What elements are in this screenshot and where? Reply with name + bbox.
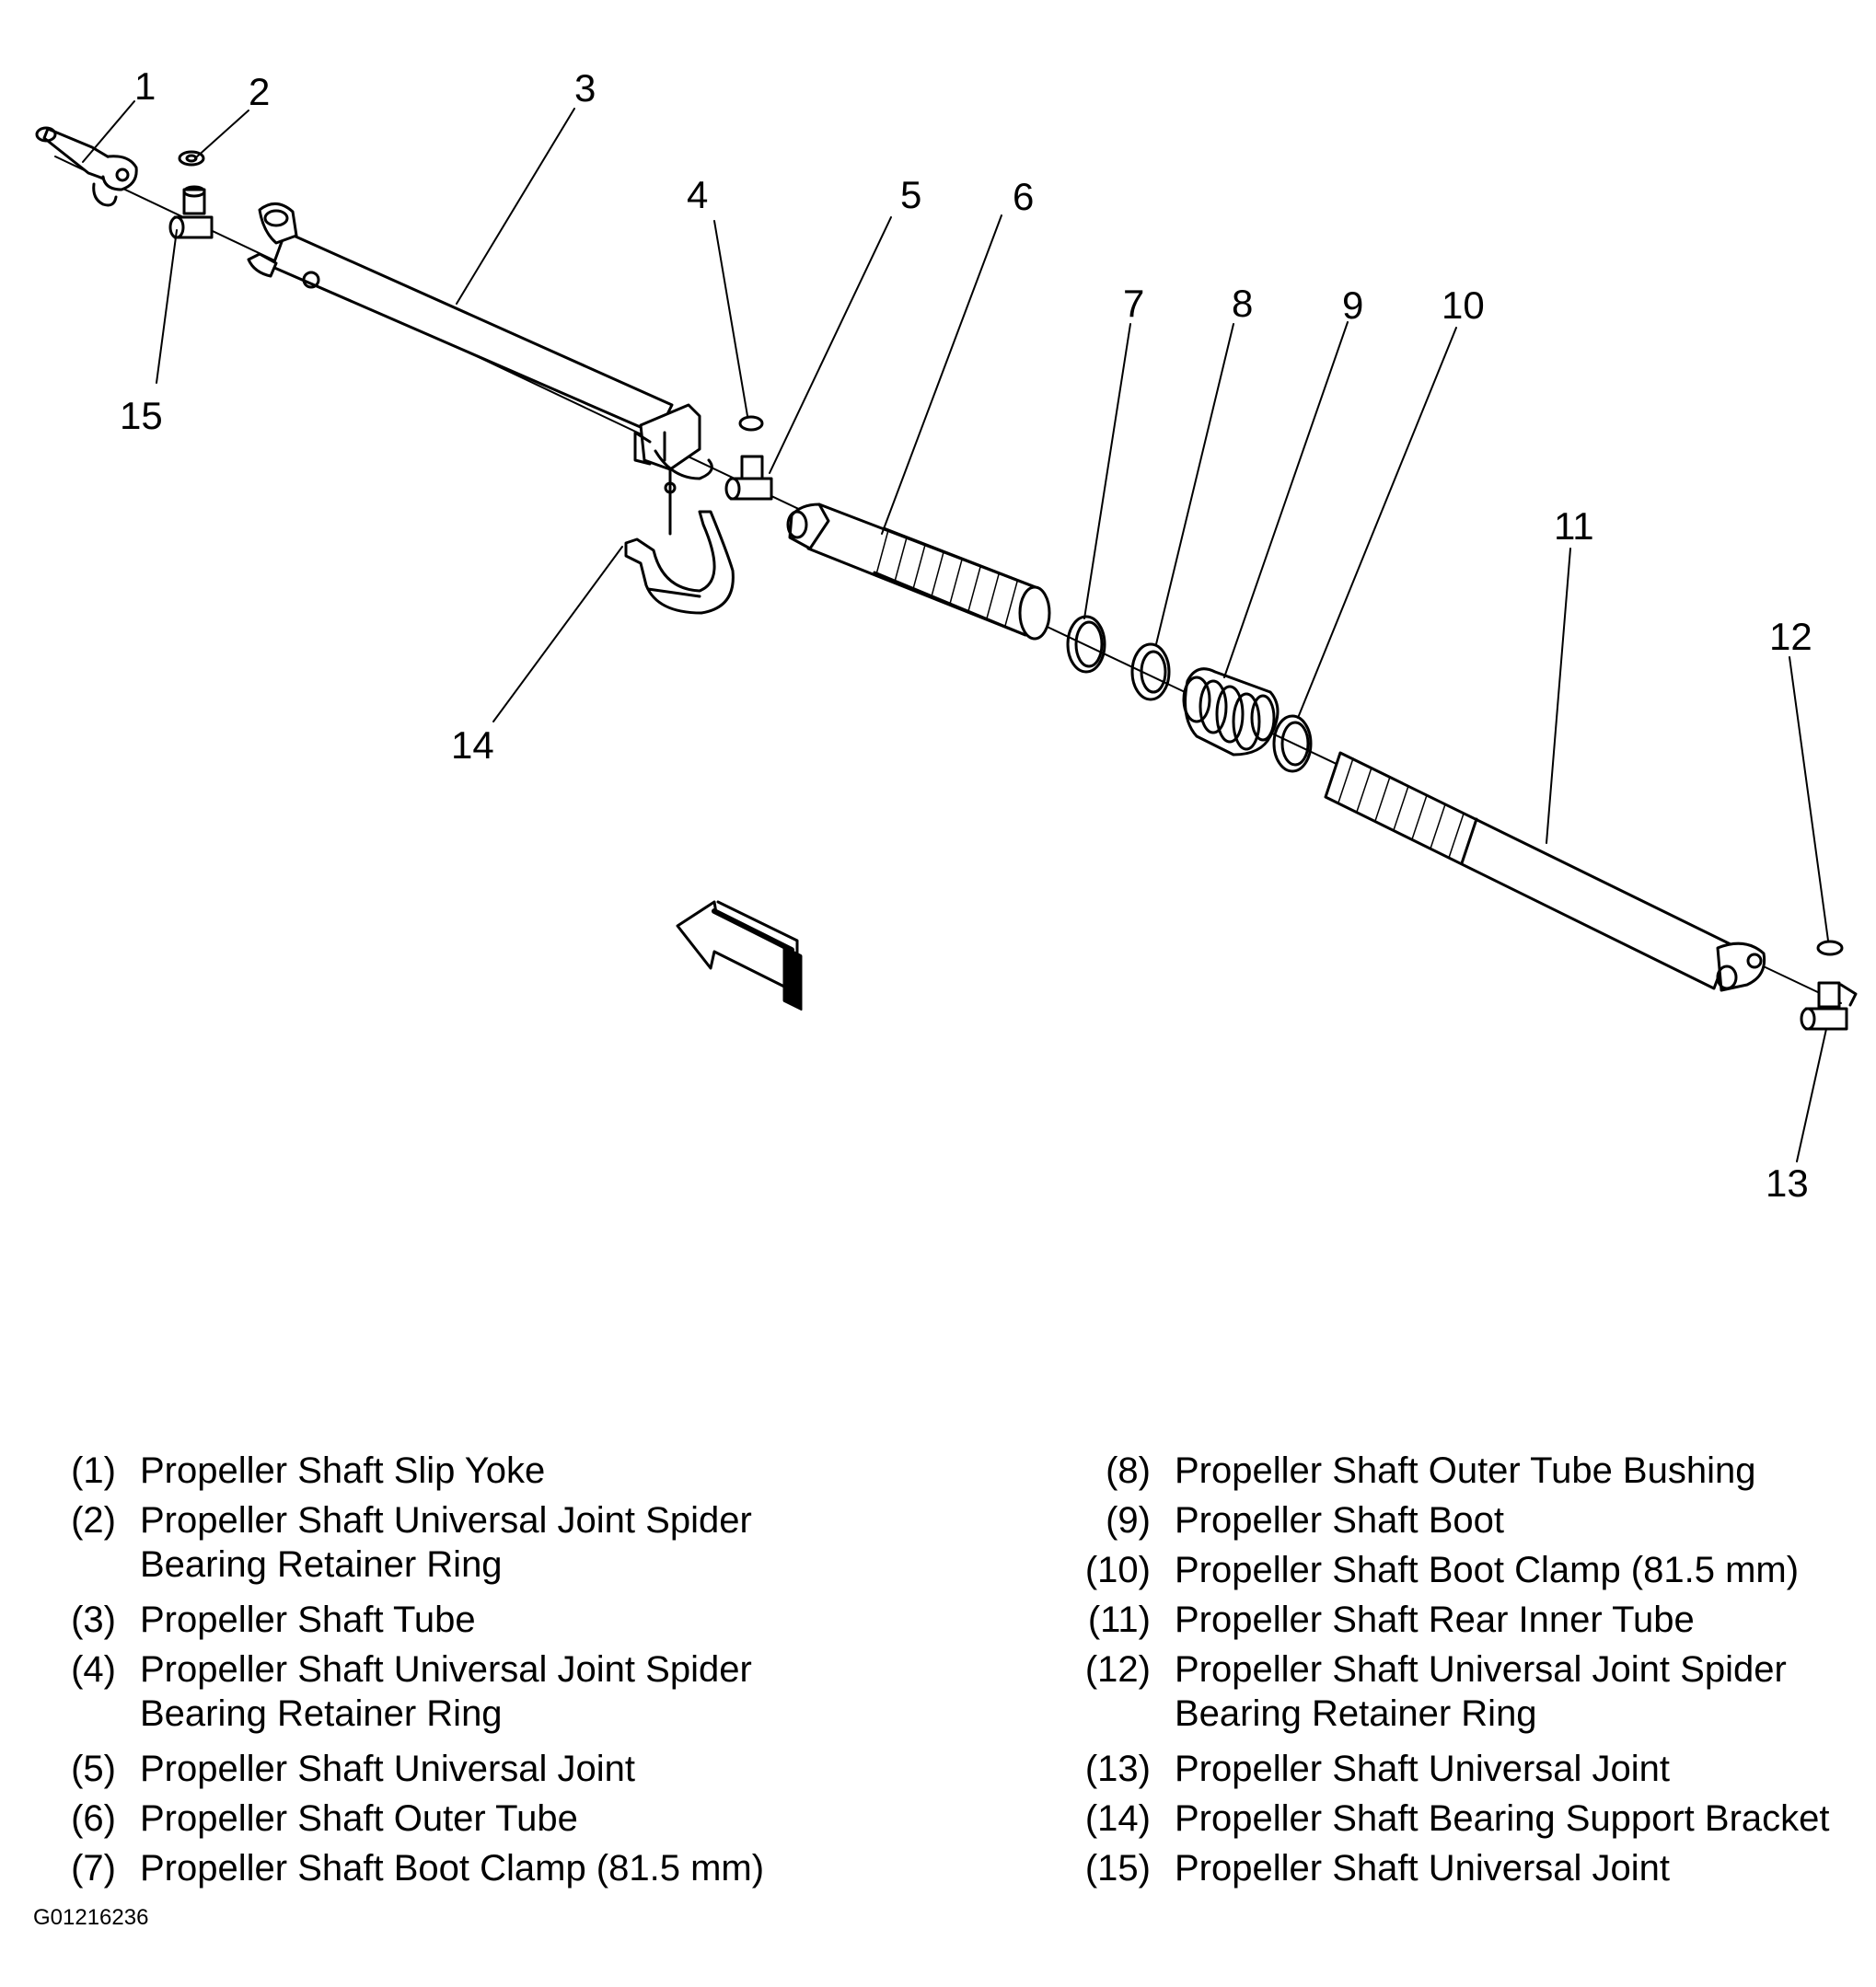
legend-number: (9) [1106, 1500, 1151, 1541]
callout-13: 13 [1766, 1161, 1809, 1205]
legend-text: Propeller Shaft Outer Tube [140, 1798, 578, 1839]
universal-joint-13-part [1800, 981, 1858, 1031]
legend-number: (10) [1084, 1550, 1151, 1590]
legend-number: (2) [71, 1500, 116, 1541]
callout-2: 2 [249, 70, 270, 113]
callout-5: 5 [900, 173, 921, 216]
legend-number: (12) [1084, 1649, 1151, 1690]
outer-tube-bushing-part [1130, 642, 1171, 701]
retainer-ring-12-part [1816, 940, 1844, 956]
universal-joint-15-part [168, 185, 214, 239]
legend-number: (11) [1087, 1600, 1151, 1640]
legend-number: (5) [71, 1749, 116, 1789]
legend-text: Propeller Shaft Boot [1175, 1500, 1504, 1541]
universal-joint-5-part [724, 455, 773, 501]
legend-text: Propeller Shaft Universal Joint Spider B… [140, 1649, 752, 1734]
leader-lines [82, 100, 1829, 1162]
bearing-support-bracket-part [624, 510, 735, 615]
rear-inner-tube-part [1324, 751, 1766, 992]
legend-number: (7) [71, 1848, 116, 1889]
callout-7: 7 [1123, 282, 1144, 325]
callout-8: 8 [1232, 282, 1253, 325]
callout-1: 1 [134, 64, 156, 108]
legend-text: Propeller Shaft Universal Joint [140, 1749, 636, 1789]
callout-3: 3 [574, 66, 596, 110]
legend-number: (13) [1084, 1749, 1151, 1789]
legend-text: Propeller Shaft Outer Tube Bushing [1175, 1450, 1756, 1491]
callout-15: 15 [120, 394, 163, 437]
legend-text: Propeller Shaft Universal Joint Spider B… [1175, 1649, 1787, 1734]
callout-4: 4 [687, 173, 708, 216]
figure-code: G01216236 [33, 1905, 149, 1930]
retainer-ring-4-part [738, 415, 764, 432]
callout-12: 12 [1769, 615, 1812, 658]
legend-text: Propeller Shaft Rear Inner Tube [1175, 1600, 1695, 1640]
legend-number: (14) [1084, 1798, 1151, 1839]
legend-text: Propeller Shaft Tube [140, 1600, 476, 1640]
legend-number: (4) [71, 1649, 116, 1690]
legend-text: Propeller Shaft Bearing Support Bracket [1175, 1798, 1830, 1839]
callout-14: 14 [451, 723, 494, 767]
outer-tube-part [786, 503, 1051, 641]
slip-yoke-part [35, 126, 138, 207]
legend-text: Propeller Shaft Boot Clamp (81.5 mm) [1175, 1550, 1800, 1590]
legend-text: Propeller Shaft Universal Joint [1175, 1749, 1671, 1789]
callout-9: 9 [1342, 283, 1363, 327]
legend-number: (15) [1084, 1848, 1151, 1889]
callout-10: 10 [1442, 283, 1485, 327]
legend-text: Propeller Shaft Universal Joint [1175, 1848, 1671, 1889]
legend-number: (6) [71, 1798, 116, 1839]
boot-part [1182, 667, 1280, 757]
legend-number: (3) [71, 1600, 116, 1640]
legend-number: (8) [1106, 1450, 1151, 1491]
legend-text: Propeller Shaft Boot Clamp (81.5 mm) [140, 1848, 765, 1889]
boot-clamp-7-part [1066, 615, 1106, 674]
callout-6: 6 [1013, 175, 1034, 218]
center-yoke-part [633, 403, 713, 536]
legend-number: (1) [71, 1450, 116, 1491]
legend-text: Propeller Shaft Slip Yoke [140, 1450, 546, 1491]
boot-clamp-10-part [1272, 714, 1313, 773]
propeller-shaft-exploded-diagram: 1 2 3 4 5 6 7 8 9 10 11 12 13 14 15 [35, 64, 1858, 1205]
callout-11: 11 [1554, 504, 1594, 548]
shaft-tube-part [247, 202, 674, 436]
direction-arrow-icon [676, 900, 803, 1011]
legend-text: Propeller Shaft Universal Joint Spider B… [140, 1500, 752, 1585]
